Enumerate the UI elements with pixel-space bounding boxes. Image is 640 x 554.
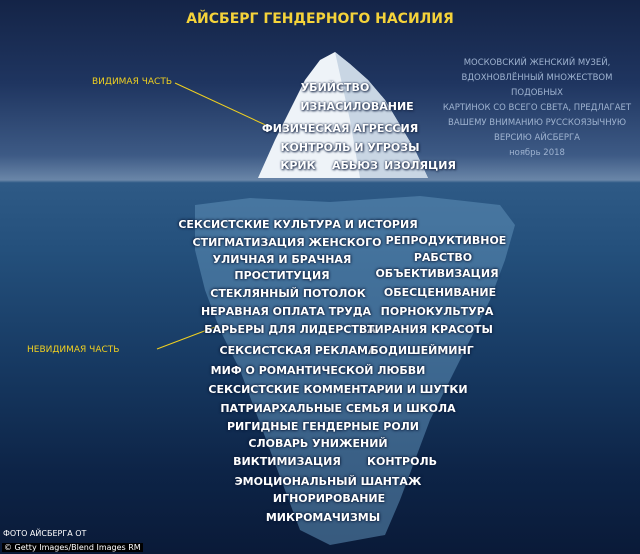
- hidden-item: БАРЬЕРЫ ДЛЯ ЛИДЕРСТВА: [204, 323, 376, 336]
- hidden-item: СЕКСИСТСКИЕ КОММЕНТАРИИ И ШУТКИ: [208, 383, 468, 396]
- visible-item: ИЗОЛЯЦИЯ: [384, 159, 456, 172]
- hidden-item: РАБСТВО: [413, 251, 473, 264]
- invisible-pointer-line: [156, 326, 216, 350]
- hidden-item: РЕПРОДУКТИВНОЕ: [385, 234, 507, 247]
- visible-pointer-line: [174, 82, 273, 129]
- hidden-item: СТИГМАТИЗАЦИЯ ЖЕНСКОГО: [192, 236, 382, 249]
- visible-item: УБИЙСТВО: [300, 81, 370, 94]
- note-line: КАРТИНОК СО ВСЕГО СВЕТА, ПРЕДЛАГАЕТ: [442, 103, 632, 113]
- hidden-item: ОБЕСЦЕНИВАНИЕ: [383, 286, 497, 299]
- note-line: ВДОХНОВЛЁННЫЙ МНОЖЕСТВОМ ПОДОБНЫХ: [461, 73, 613, 98]
- hidden-item: ПОРНОКУЛЬТУРА: [380, 305, 494, 318]
- invisible-part-label: НЕВИДИМАЯ ЧАСТЬ: [27, 345, 120, 355]
- hidden-item: ПРОСТИТУЦИЯ: [234, 269, 330, 282]
- photo-credit: © Getty Images/Blend Images RM: [2, 543, 143, 552]
- hidden-item: БОДИШЕЙМИНГ: [370, 344, 474, 357]
- note-line: МОСКОВСКИЙ ЖЕНСКИЙ МУЗЕЙ,: [463, 58, 611, 68]
- iceberg-underwater: [195, 196, 515, 545]
- hidden-item: СЕКСИСТСКИЕ КУЛЬТУРА И ИСТОРИЯ: [178, 218, 418, 231]
- hidden-item: ПАТРИАРХАЛЬНЫЕ СЕМЬЯ И ШКОЛА: [220, 402, 456, 415]
- page-title: АЙСБЕРГ ГЕНДЕРНОГО НАСИЛИЯ: [186, 11, 454, 27]
- hidden-item: МИКРОМАЧИЗМЫ: [265, 511, 381, 524]
- visible-item: ИЗНАСИЛОВАНИЕ: [300, 100, 414, 113]
- hidden-item: ВИКТИМИЗАЦИЯ: [233, 455, 341, 468]
- visible-item: КРИК: [280, 159, 316, 172]
- hidden-item: КОНТРОЛЬ: [367, 455, 437, 468]
- hidden-item: ЭМОЦИОНАЛЬНЫЙ ШАНТАЖ: [234, 475, 422, 488]
- hidden-item: СЕКСИСТСКАЯ РЕКЛАМА: [219, 344, 377, 357]
- note-date: ноябрь 2018: [509, 148, 565, 158]
- hidden-item: СЛОВАРЬ УНИЖЕНИЙ: [248, 437, 388, 450]
- iceberg-shade: [335, 52, 428, 178]
- hidden-item: ОБЪЕКТИВИЗАЦИЯ: [375, 267, 499, 280]
- hidden-item: МИФ О РОМАНТИЧЕСКОЙ ЛЮБВИ: [210, 364, 426, 377]
- note-line: ВАШЕМУ ВНИМАНИЮ РУССКОЯЗЫЧНУЮ: [447, 118, 626, 128]
- visible-item: КОНТРОЛЬ И УГРОЗЫ: [280, 141, 420, 154]
- visible-item: АБЬЮЗ: [331, 159, 379, 172]
- hidden-item: ИГНОРИРОВАНИЕ: [272, 492, 386, 505]
- visible-part-label: ВИДИМАЯ ЧАСТЬ: [92, 77, 172, 87]
- hidden-item: СТЕКЛЯННЫЙ ПОТОЛОК: [210, 287, 366, 300]
- photo-caption: ФОТО АЙСБЕРГА ОТ: [3, 529, 87, 538]
- museum-note: МОСКОВСКИЙ ЖЕНСКИЙ МУЗЕЙ, ВДОХНОВЛЁННЫЙ …: [437, 56, 637, 161]
- hidden-item: ТИРАНИЯ КРАСОТЫ: [367, 323, 493, 336]
- note-line: ВЕРСИЮ АЙСБЕРГА: [494, 133, 580, 143]
- hidden-item: РИГИДНЫЕ ГЕНДЕРНЫЕ РОЛИ: [226, 420, 420, 433]
- hidden-item: НЕРАВНАЯ ОПЛАТА ТРУДА: [200, 305, 372, 318]
- visible-item: ФИЗИЧЕСКАЯ АГРЕССИЯ: [261, 122, 419, 135]
- hidden-item: УЛИЧНАЯ И БРАЧНАЯ: [212, 253, 352, 266]
